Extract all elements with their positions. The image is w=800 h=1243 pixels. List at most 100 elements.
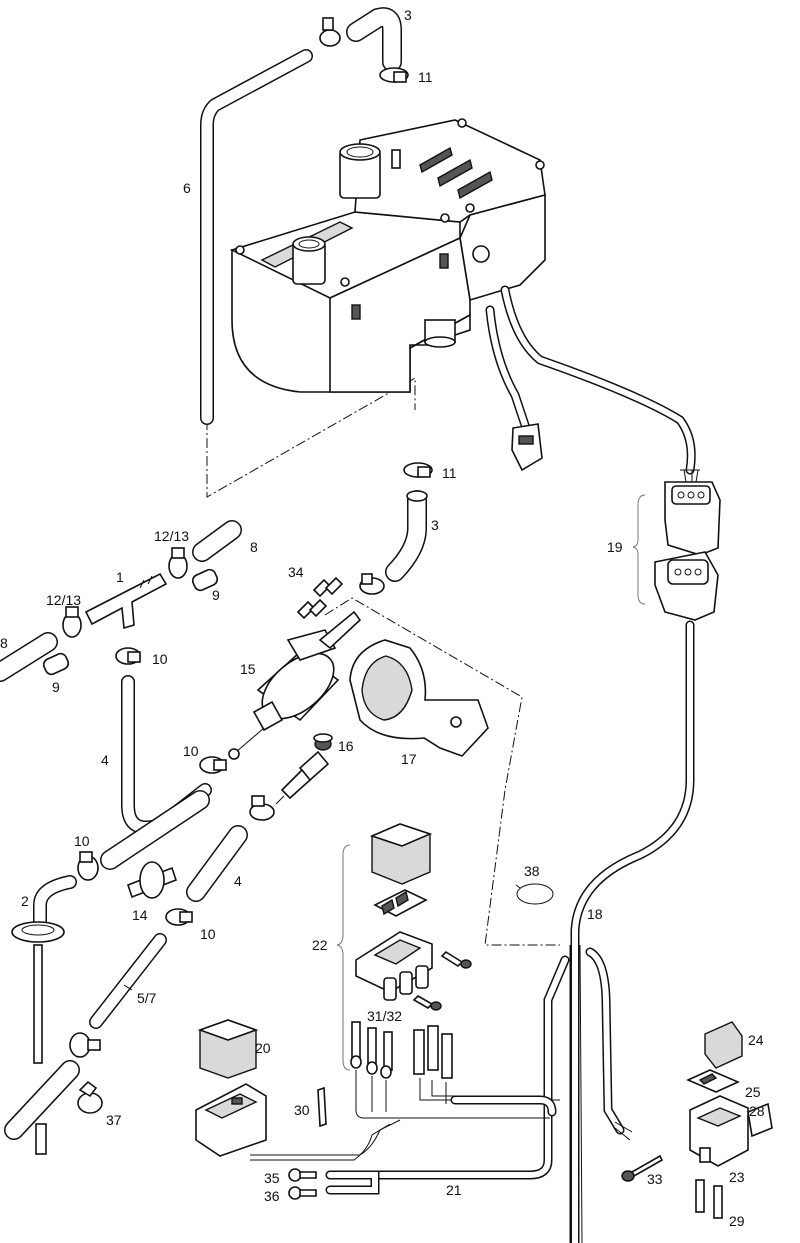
- part-16-damper: [313, 733, 333, 751]
- label-14: 14: [132, 907, 148, 923]
- label-23: 23: [729, 1169, 745, 1185]
- label-11-mid: 11: [442, 465, 457, 481]
- label-1: 1: [116, 569, 124, 585]
- assembly-lines: [206, 377, 560, 946]
- part-5-7-pipe: [89, 933, 167, 1029]
- part-35-ring-terminal: [288, 1168, 317, 1182]
- part-11-clamp-mid: [403, 462, 433, 478]
- part-3-lower-hose: [385, 490, 428, 582]
- part-10-clamp-b: [77, 851, 99, 881]
- part-22-relay: [369, 823, 433, 885]
- part-4-hose-left: [100, 675, 212, 870]
- part-1-t-piece: [84, 572, 168, 630]
- label-15: 15: [240, 661, 256, 677]
- label-5-7: 5/7: [137, 990, 157, 1006]
- label-34: 34: [288, 564, 304, 580]
- part-28-fuse: [747, 1102, 773, 1138]
- label-17: 17: [401, 751, 417, 767]
- part-20-relay: [197, 1019, 259, 1079]
- label-4-left: 4: [101, 752, 109, 768]
- part-2-fuel-standpipe: [11, 875, 77, 1064]
- part-11-clamp-top: [379, 67, 409, 83]
- label-35: 35: [264, 1170, 280, 1186]
- label-10-c: 10: [200, 926, 216, 942]
- label-8-right: 8: [250, 539, 258, 555]
- part-24-cover: [704, 1021, 743, 1069]
- part-31-32-terminals: [350, 1021, 453, 1079]
- label-28: 28: [749, 1103, 765, 1119]
- heater-harness: [485, 285, 696, 475]
- relay-holder: [195, 1083, 267, 1157]
- label-33: 33: [647, 1171, 663, 1187]
- part-38-cable-tie: [515, 883, 554, 905]
- heater-unit: [229, 118, 546, 393]
- label-3-mid: 3: [431, 517, 439, 533]
- label-9-right: 9: [212, 587, 220, 603]
- part-34-terminals: [296, 576, 344, 620]
- hose-clamp-pump: [249, 795, 275, 821]
- label-25: 25: [745, 1084, 761, 1100]
- label-24: 24: [748, 1032, 764, 1048]
- part-25-fuse: [686, 1069, 740, 1093]
- label-22: 22: [312, 937, 328, 953]
- label-29: 29: [729, 1213, 745, 1229]
- label-10-b: 10: [74, 833, 90, 849]
- label-10-d: 10: [183, 743, 199, 759]
- part-19-connector-plug: [664, 469, 721, 556]
- part-22-fuse-holder: [355, 931, 433, 1001]
- label-9-left: 9: [52, 679, 60, 695]
- part-10-clamp-c: [165, 908, 193, 926]
- part-4-hose-right: [186, 825, 248, 902]
- part-23-fuse-holder: [689, 1095, 749, 1167]
- part-3-upper-hose: [346, 7, 402, 72]
- label-12-13-right: 12/13: [154, 528, 189, 544]
- part-15-fuel-pump: [228, 610, 362, 760]
- part-22-fuse-strip: [373, 889, 428, 917]
- part-36-ring-terminal: [288, 1186, 317, 1200]
- part-10-clamp-a: [115, 647, 141, 665]
- label-2: 2: [21, 893, 29, 909]
- label-11-top: 11: [418, 69, 433, 85]
- label-16: 16: [338, 738, 354, 754]
- part-22-screws: [412, 950, 472, 1011]
- hose-clamp-top: [319, 17, 341, 47]
- label-6: 6: [183, 180, 191, 196]
- label-10-a: 10: [152, 651, 168, 667]
- part-18-main-harness: [325, 620, 695, 1243]
- label-31-32: 31/32: [367, 1008, 402, 1024]
- part-10-clamp-d: [199, 756, 227, 774]
- clamp-near-terminals: [359, 573, 385, 595]
- label-12-13-left: 12/13: [46, 592, 81, 608]
- hose-clamp-lower: [69, 1032, 101, 1058]
- label-4-right: 4: [234, 873, 242, 889]
- part-labels: 3 11 6 11 3 12/13 8 1 9 12/13 8 10 9 34 …: [0, 7, 765, 1229]
- part-9-sleeve-right: [191, 568, 219, 592]
- label-19: 19: [607, 539, 623, 555]
- label-36: 36: [264, 1188, 280, 1204]
- label-3-top: 3: [404, 7, 412, 23]
- lower-left-hose: [4, 1060, 80, 1155]
- pump-nozzle: [275, 750, 330, 805]
- part-37-pipe-holder: [77, 1080, 103, 1114]
- part-12-13-clamp-right: [168, 547, 188, 579]
- brace-19: [632, 494, 646, 605]
- brace-22: [336, 844, 351, 1071]
- part-8-hose-left: [0, 632, 58, 682]
- part-33-screw: [621, 1154, 664, 1182]
- part-12-13-clamp-left: [62, 606, 82, 638]
- part-29-terminals: [695, 1179, 723, 1219]
- part-6-pipe: [200, 49, 313, 425]
- part-30-terminal: [317, 1086, 327, 1128]
- part-8-hose-right: [192, 520, 242, 562]
- label-18: 18: [587, 906, 603, 922]
- part-14-filter: [126, 861, 178, 899]
- label-30: 30: [294, 1102, 310, 1118]
- part-19-connector-socket: [654, 551, 719, 621]
- label-8-left: 8: [0, 635, 8, 651]
- part-17-bracket: [349, 639, 489, 757]
- label-38: 38: [524, 863, 540, 879]
- part-9-sleeve-left: [42, 652, 70, 676]
- label-21: 21: [446, 1182, 462, 1198]
- part-21-wiring: [250, 1070, 560, 1195]
